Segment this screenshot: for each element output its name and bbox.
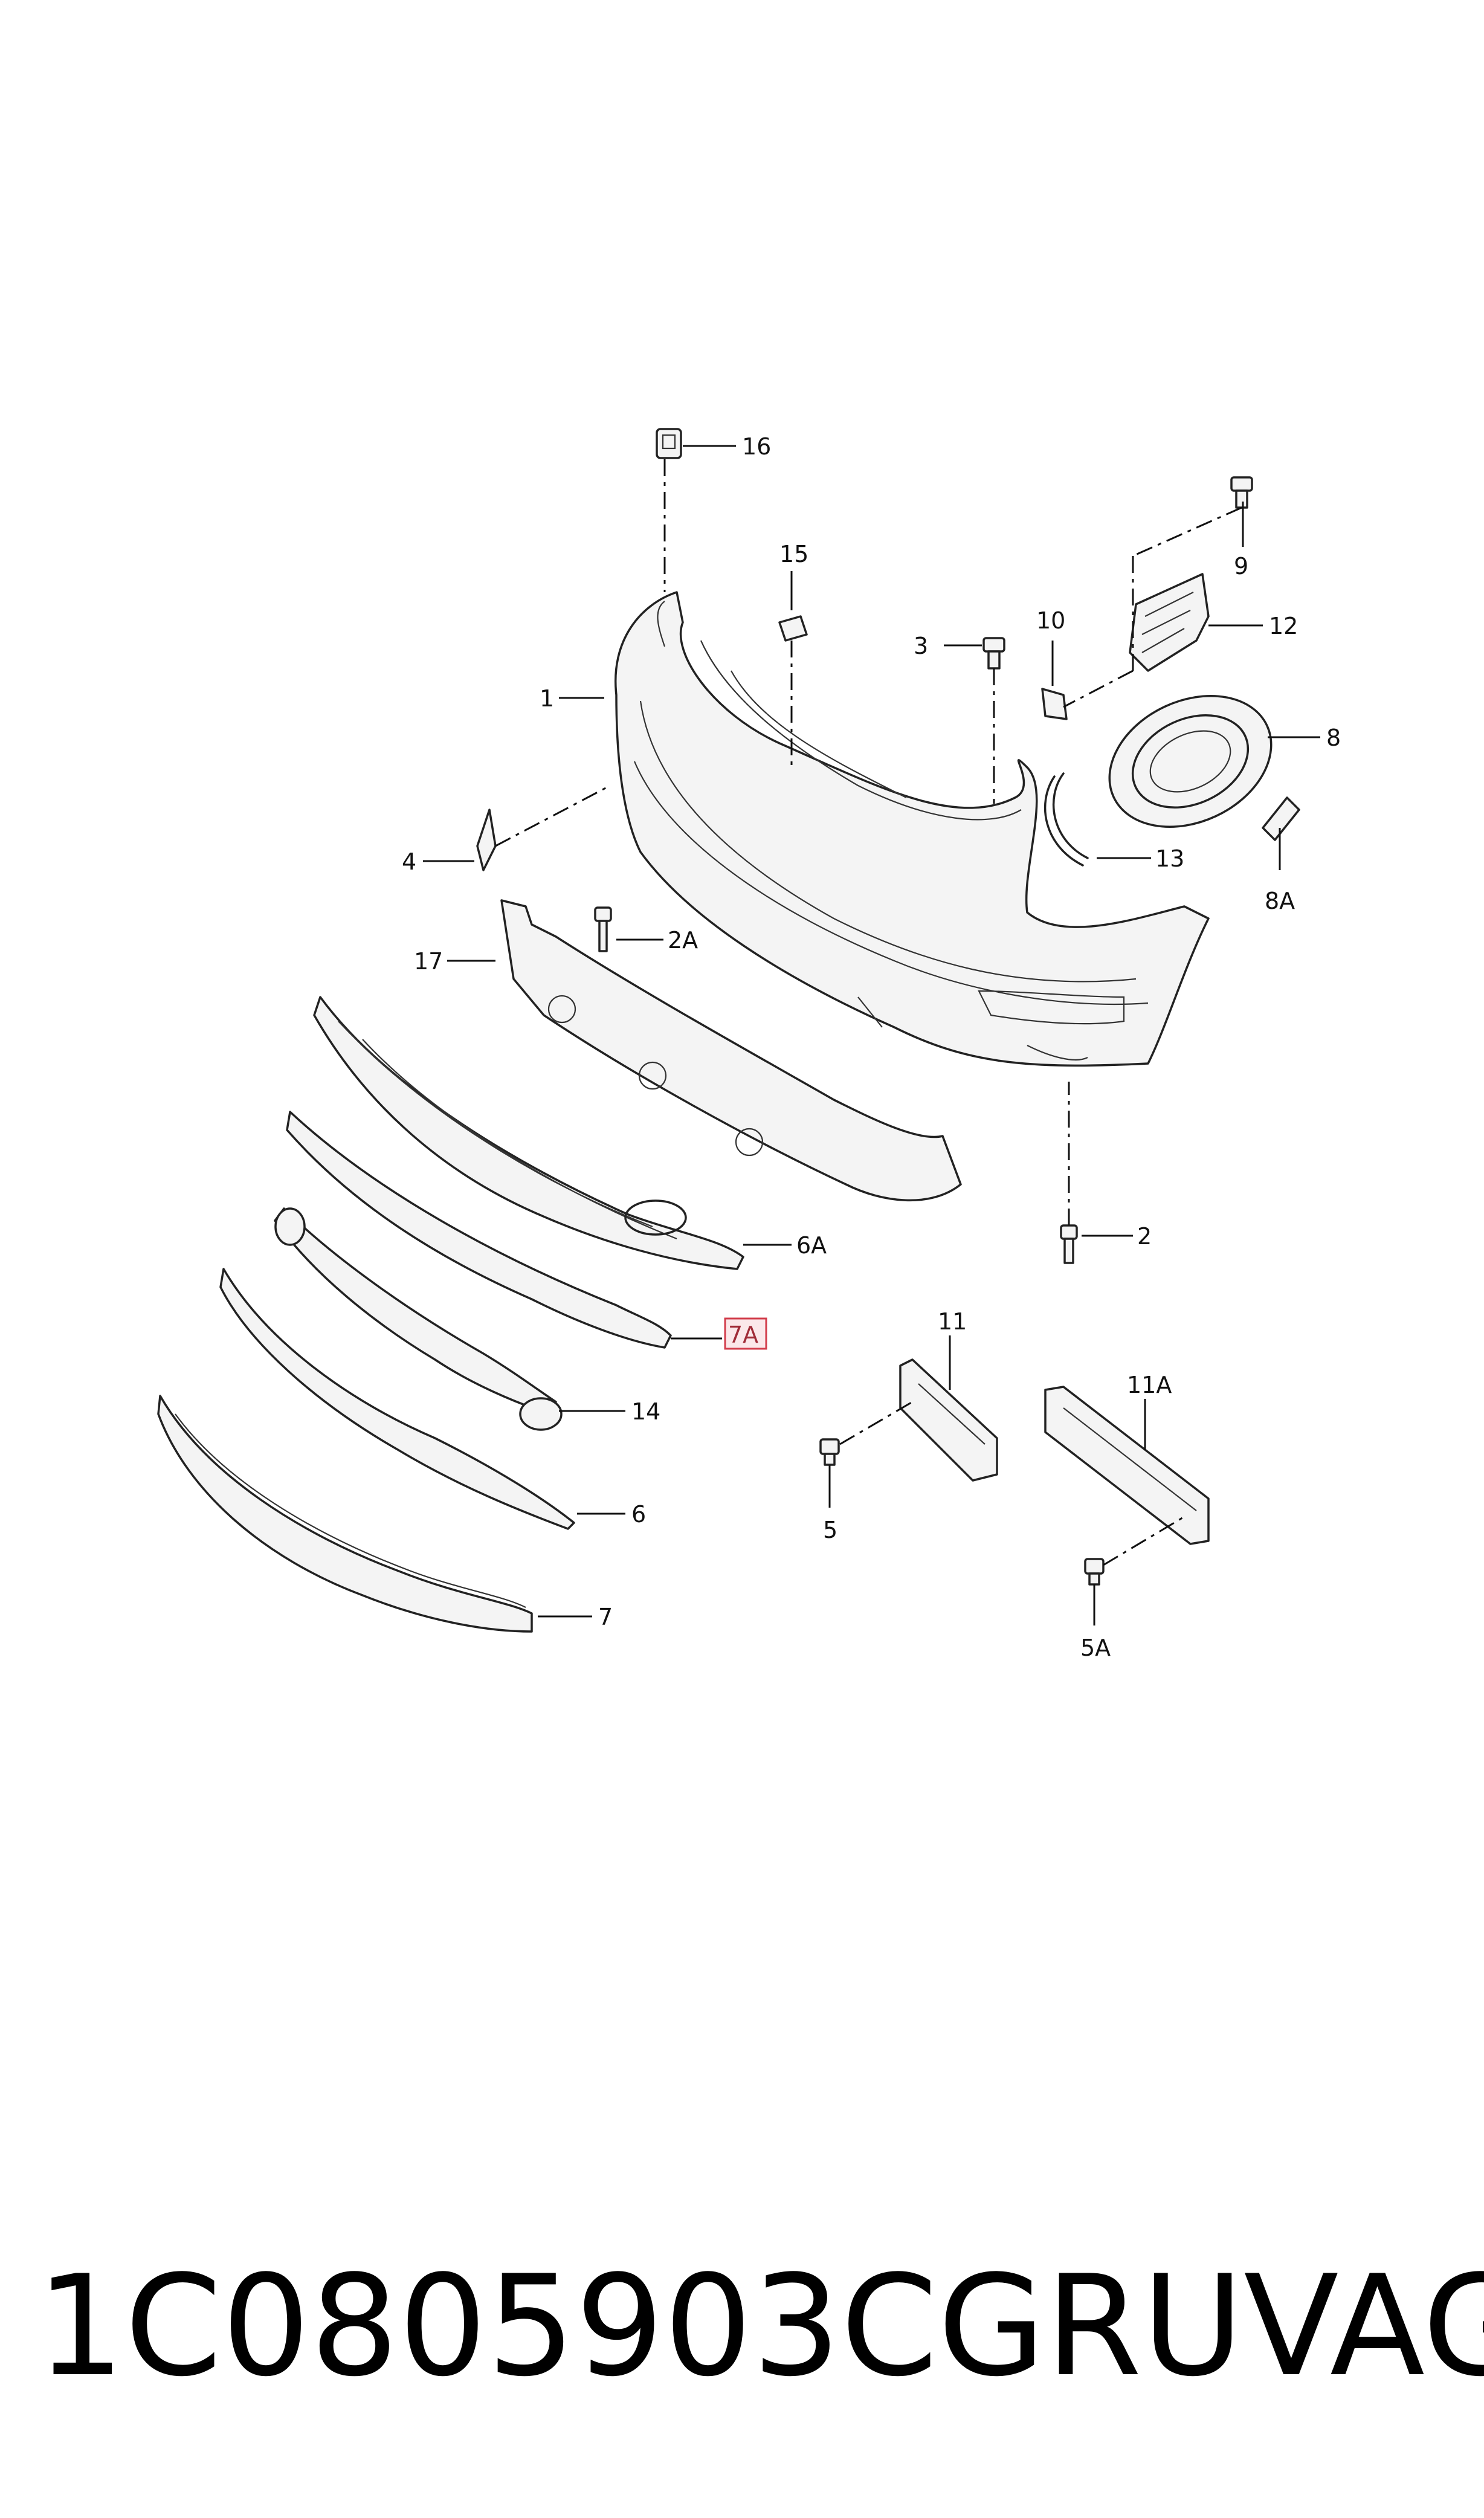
screw-2A [594,906,612,952]
callout-9: 9 [1234,553,1248,579]
callout-6A: 6A [796,1232,827,1259]
callout-4: 4 [402,848,416,875]
callout-13: 13 [1155,845,1184,872]
screw-2 [1060,1224,1078,1264]
callout-16: 16 [742,433,771,460]
callout-7: 7 [598,1604,613,1630]
callout-3: 3 [914,633,928,659]
bumper-cover [615,591,1210,1067]
callout-17: 17 [414,948,443,975]
strip-6 [219,1268,575,1530]
seal-13 [1044,772,1089,867]
screw-5A [1084,1558,1105,1586]
bolt-9 [1230,476,1253,509]
callout-15: 15 [779,541,808,567]
plate-bracket-11A [1044,1386,1210,1545]
callout-2: 2 [1137,1223,1152,1250]
bolt-3 [982,637,1005,670]
strip-14 [274,1207,563,1431]
brand-name: VAG [1244,2245,1484,2407]
bracket-8A [1262,796,1300,841]
callout-11: 11 [938,1308,967,1335]
callout-12: 12 [1269,613,1298,639]
assembly-lines [495,459,1242,1566]
clip-16 [656,428,682,459]
callout-5A: 5A [1080,1635,1111,1661]
plate-bracket-11 [899,1358,998,1482]
callout-6: 6 [631,1501,646,1528]
part-number: 1C0805903CGRU [36,2245,1244,2407]
callout-11A: 11A [1127,1372,1172,1398]
strip-7 [157,1395,533,1633]
callout-8A: 8A [1265,888,1295,914]
callout-5: 5 [823,1517,837,1543]
absorber-17 [500,899,962,1202]
fog-light-ring-8 [1108,695,1273,828]
callout-7A: 7A [728,1322,758,1348]
callout-14: 14 [631,1398,660,1425]
grille-6A [313,996,744,1270]
screw-5 [819,1438,840,1466]
clip-10 [1041,688,1068,720]
bracket-4 [476,809,497,871]
callout-8: 8 [1326,725,1341,751]
bracket-12 [1129,573,1210,672]
callout-labels: 16 15 1 3 9 10 12 8 8A 13 4 2A 17 2 6A 7… [402,433,1341,1661]
callout-1: 1 [540,685,554,712]
trim-7A [286,1111,672,1349]
callout-7A-highlight [724,1317,767,1350]
part-caption: 1C0805903CGRU VAG [36,2236,1484,2417]
callout-2A: 2A [668,927,698,954]
pad-15 [778,615,808,642]
callout-10: 10 [1036,607,1065,634]
